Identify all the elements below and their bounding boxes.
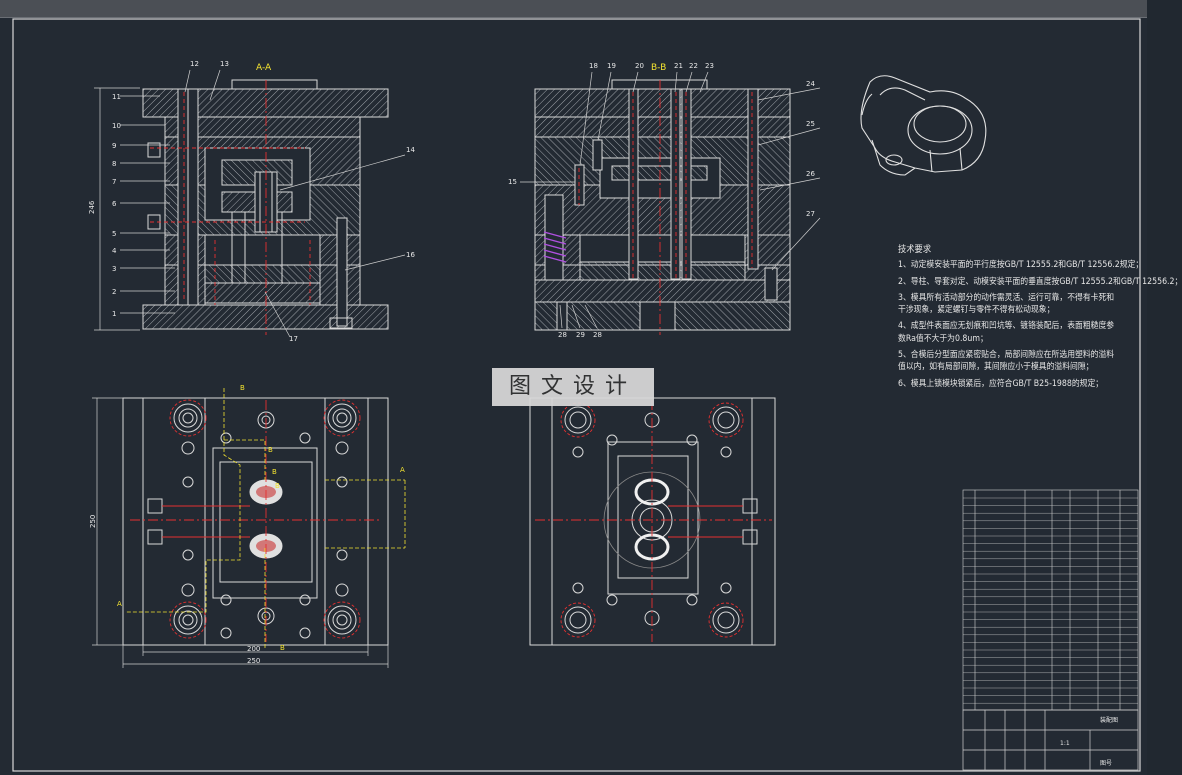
mark-b-c3: B (275, 482, 280, 490)
callout-28b: 28 (593, 331, 602, 339)
title-block-name: 装配图 (1100, 716, 1118, 724)
label-section-bb: B-B (651, 63, 666, 73)
callout-5: 5 (112, 230, 116, 238)
callout-13: 13 (220, 60, 229, 68)
technical-requirements: 技术要求 1、动定模安装平面的平行度按GB/T 12555.2和GB/T 125… (898, 244, 1182, 390)
callout-21: 21 (674, 62, 683, 70)
note-2: 2、导柱、导套对定、动模安装平面的垂直度按GB/T 12555.2和GB/T 1… (898, 276, 1182, 287)
callout-11: 11 (112, 93, 121, 101)
callout-4: 4 (112, 247, 117, 255)
callout-22: 22 (689, 62, 698, 70)
callout-17: 17 (289, 335, 298, 343)
title-block-sheet: 图号 (1100, 760, 1112, 767)
note-1: 1、动定模安装平面的平行度按GB/T 12555.2和GB/T 12556.2规… (898, 260, 1144, 271)
note-6: 6、模具上锁模块锁紧后，应符合GB/T B25-1988的规定； (898, 378, 1104, 389)
callout-16: 16 (406, 251, 415, 259)
notes-title: 技术要求 (898, 245, 932, 255)
callout-6: 6 (112, 200, 117, 208)
bom-table (962, 489, 1139, 711)
note-4: 4、成型件表面应无划痕和凹坑等、镀铬装配后，表面粗糙度参数Ra值不大于为0.8u… (898, 321, 1115, 344)
title-block-scale: 1:1 (1060, 740, 1070, 747)
callout-7: 7 (112, 178, 116, 186)
mark-a-right: A (400, 466, 405, 474)
dim-width-bottom: 250 (247, 657, 260, 665)
callout-29: 29 (576, 331, 585, 339)
callout-25: 25 (806, 120, 815, 128)
mold-assembly-drawing: 11 10 9 8 7 6 5 4 3 2 1 12 13 14 16 17 2… (12, 18, 1141, 772)
mark-b-c2: B (272, 468, 277, 476)
plan-view-fixed-holes (147, 403, 357, 639)
mark-b-top: B (240, 384, 245, 392)
dim-height-plan: 250 (89, 515, 97, 528)
callout-19: 19 (607, 62, 616, 70)
bom-rows (963, 497, 1138, 704)
application-toolbar[interactable] (0, 0, 1147, 18)
dim-height-main: 246 (88, 200, 96, 214)
callout-14: 14 (406, 146, 415, 154)
callout-15: 15 (508, 178, 517, 186)
drawing-frame (12, 18, 1141, 772)
note-5: 5、合模后分型面应紧密贴合，局部间隙应在所选用塑料的溢料值以内，如有局部间隙，其… (898, 350, 1115, 373)
dim-width-inner: 200 (247, 645, 260, 653)
callout-8: 8 (112, 160, 116, 168)
callout-2: 2 (112, 288, 116, 296)
callout-1: 1 (112, 310, 116, 318)
watermark-logo: 图文设计 (492, 368, 654, 406)
callout-27: 27 (806, 210, 815, 218)
callout-26: 26 (806, 170, 815, 178)
mark-a-left: A (117, 600, 122, 608)
callout-3: 3 (112, 265, 116, 273)
callout-23: 23 (705, 62, 714, 70)
callout-9: 9 (112, 142, 116, 150)
callout-28a: 28 (558, 331, 567, 339)
spring-coil (543, 231, 567, 263)
callout-10: 10 (112, 122, 121, 130)
label-section-aa: A-A (256, 63, 272, 73)
note-3: 3、模具所有活动部分的动作需灵活、运行可靠，不得有卡死和干涉现象，紧定螺钉与零件… (898, 292, 1115, 316)
title-block (962, 709, 1139, 771)
mark-b-c1: B (268, 446, 273, 454)
mark-b-bottom: B (280, 644, 285, 652)
callout-18: 18 (589, 62, 598, 70)
callout-12: 12 (190, 60, 199, 68)
callout-24: 24 (806, 80, 815, 88)
section-view-aa (142, 79, 389, 330)
callout-20: 20 (635, 62, 644, 70)
part-isometric (860, 75, 987, 176)
